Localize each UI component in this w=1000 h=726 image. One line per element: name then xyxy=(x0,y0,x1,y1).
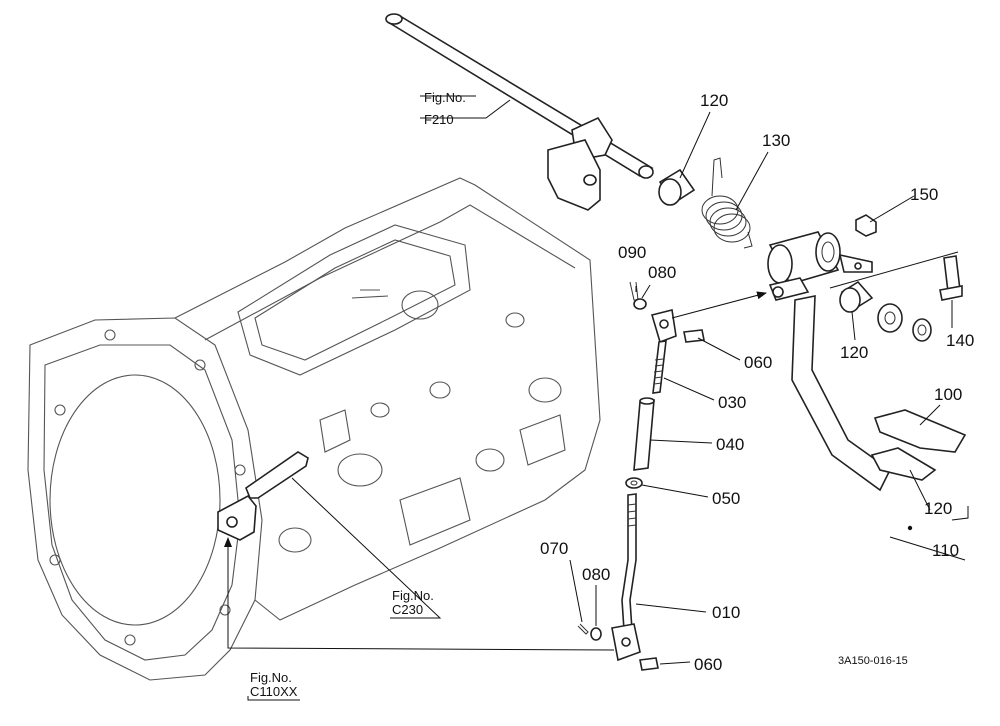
washer-lower xyxy=(590,627,602,641)
circlip xyxy=(912,318,932,342)
fig-ref-f210[interactable]: Fig.No. F210 xyxy=(424,90,466,127)
washer-upper xyxy=(633,298,647,310)
threaded-rod-upper xyxy=(652,340,667,394)
clutch-rod xyxy=(611,493,641,662)
fig-ref-c230-number: C230 xyxy=(392,602,423,617)
bushing-upper xyxy=(658,168,696,206)
fig-ref-f210-number: F210 xyxy=(424,112,454,127)
callout-120-pad: 120 xyxy=(924,499,952,518)
split-pin-upper xyxy=(629,281,639,301)
nut xyxy=(855,214,877,237)
connection-arrow-pedal xyxy=(671,291,767,319)
callout-080-lower: 080 xyxy=(582,565,610,584)
callout-120-middle: 120 xyxy=(840,343,868,362)
split-pin-lower xyxy=(577,623,589,635)
leader-lines xyxy=(247,95,969,701)
callout-060-upper: 060 xyxy=(744,353,772,372)
fig-ref-c230[interactable]: Fig.No. C230 xyxy=(392,588,434,617)
callout-120-top: 120 xyxy=(700,91,728,110)
callout-110: 110 xyxy=(932,541,959,560)
connection-arrow-release-arm xyxy=(224,537,615,651)
return-spring xyxy=(701,157,753,249)
clutch-pedal xyxy=(767,231,967,492)
fig-ref-c230-label: Fig.No. xyxy=(392,588,434,603)
clutch-cross-shaft xyxy=(385,13,654,211)
callout-060-lower: 060 xyxy=(694,655,722,674)
fig-ref-c110xx-number: C110XX xyxy=(250,684,298,699)
connection-line-pedal-bolt xyxy=(829,251,959,289)
callout-150: 150 xyxy=(910,185,938,204)
callout-140: 140 xyxy=(946,331,974,350)
drawing-code: 3A150-016-15 xyxy=(838,655,908,667)
bushing-lower xyxy=(839,280,874,313)
callout-050: 050 xyxy=(712,489,740,508)
callout-130: 130 xyxy=(762,131,790,150)
fig-ref-c110xx-label: Fig.No. xyxy=(250,670,292,685)
callout-070: 070 xyxy=(540,539,568,558)
turnbuckle-sleeve xyxy=(633,397,655,471)
clevis-pin-lower xyxy=(639,657,659,671)
clutch-release-arm xyxy=(217,451,309,541)
bolt-140 xyxy=(939,255,963,301)
transmission-housing xyxy=(27,177,601,681)
callout-090: 090 xyxy=(618,243,646,262)
callout-010: 010 xyxy=(712,603,740,622)
callout-100: 100 xyxy=(934,385,962,404)
callout-080-upper: 080 xyxy=(648,263,676,282)
washer xyxy=(877,303,903,333)
clevis-upper xyxy=(650,309,677,344)
callout-030: 030 xyxy=(718,393,746,412)
fig-ref-f210-label: Fig.No. xyxy=(424,90,466,105)
fig-ref-c110xx[interactable]: Fig.No. C110XX xyxy=(250,670,298,699)
callout-040: 040 xyxy=(716,435,744,454)
lock-nut-rod xyxy=(625,477,643,489)
clevis-pin-upper xyxy=(683,329,705,343)
